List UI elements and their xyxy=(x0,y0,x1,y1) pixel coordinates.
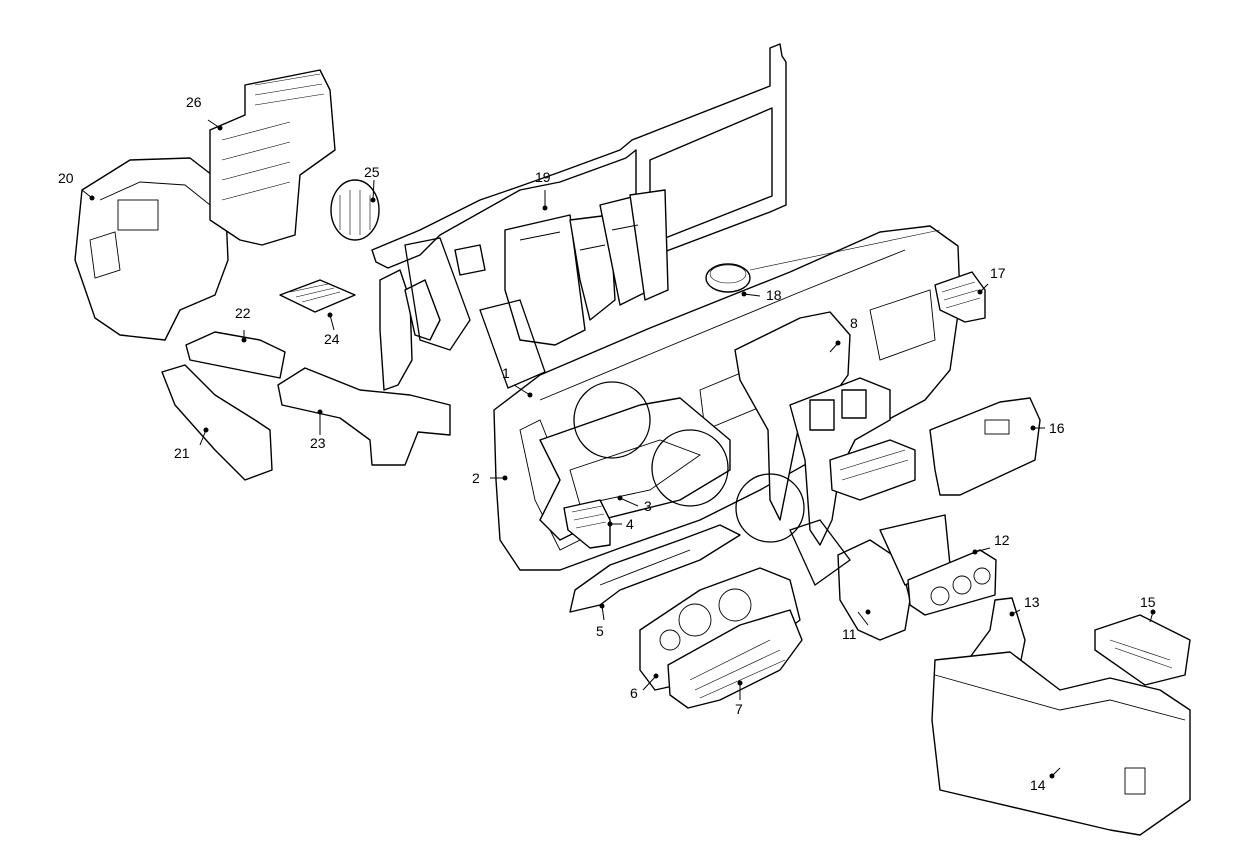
part-8-center-trim xyxy=(734,311,891,546)
leader-dots xyxy=(89,125,1156,779)
part-14-floor-console xyxy=(931,651,1191,836)
callout-1: 1 xyxy=(502,365,510,381)
callout-13: 13 xyxy=(1024,594,1040,610)
part-20-heater-housing xyxy=(74,157,229,341)
part-23-y-duct xyxy=(277,367,451,466)
callout-21: 21 xyxy=(174,445,190,461)
callout-5: 5 xyxy=(596,623,604,639)
part-16-glovebox-lid xyxy=(929,397,1041,496)
part-15-armrest-lid xyxy=(1094,614,1191,686)
part-18-speaker xyxy=(705,263,751,293)
part-12-climate-control xyxy=(907,549,997,616)
callout-2: 2 xyxy=(472,470,480,486)
part-26-evaporator xyxy=(209,69,336,246)
callout-4: 4 xyxy=(626,516,634,532)
part-21-air-duct xyxy=(161,364,273,481)
callout-22: 22 xyxy=(235,305,251,321)
callout-15: 15 xyxy=(1140,594,1156,610)
part-7-cluster-lens xyxy=(667,609,803,709)
callout-26: 26 xyxy=(186,94,202,110)
callout-14: 14 xyxy=(1030,777,1046,793)
watermark-logo xyxy=(404,237,851,586)
callout-8: 8 xyxy=(850,315,858,331)
callout-3: 3 xyxy=(644,498,652,514)
callout-16: 16 xyxy=(1049,420,1065,436)
callout-17: 17 xyxy=(990,265,1006,281)
part-17-right-vent xyxy=(934,271,986,323)
callout-18: 18 xyxy=(766,287,782,303)
callout-11: 11 xyxy=(842,626,857,642)
part-24-cabin-filter xyxy=(279,279,356,313)
callout-12: 12 xyxy=(994,532,1010,548)
part-4-side-vent xyxy=(563,499,611,549)
callout-23: 23 xyxy=(310,435,326,451)
part-22-air-duct xyxy=(185,331,286,379)
callout-6: 6 xyxy=(630,685,638,701)
callout-20: 20 xyxy=(58,170,74,186)
callout-24: 24 xyxy=(324,331,340,347)
part-25-blower-motor xyxy=(330,179,380,241)
callout-7: 7 xyxy=(735,701,743,717)
part-radio-unit xyxy=(829,439,916,501)
callout-labels: 1 2 3 4 5 6 7 8 11 12 13 14 15 16 17 18 … xyxy=(58,94,1156,793)
callout-19: 19 xyxy=(535,169,551,185)
part-19-crossbeam xyxy=(371,43,787,391)
part-5-lower-trim xyxy=(569,524,741,613)
callout-25: 25 xyxy=(364,164,380,180)
part-11-console-panel xyxy=(837,514,951,641)
